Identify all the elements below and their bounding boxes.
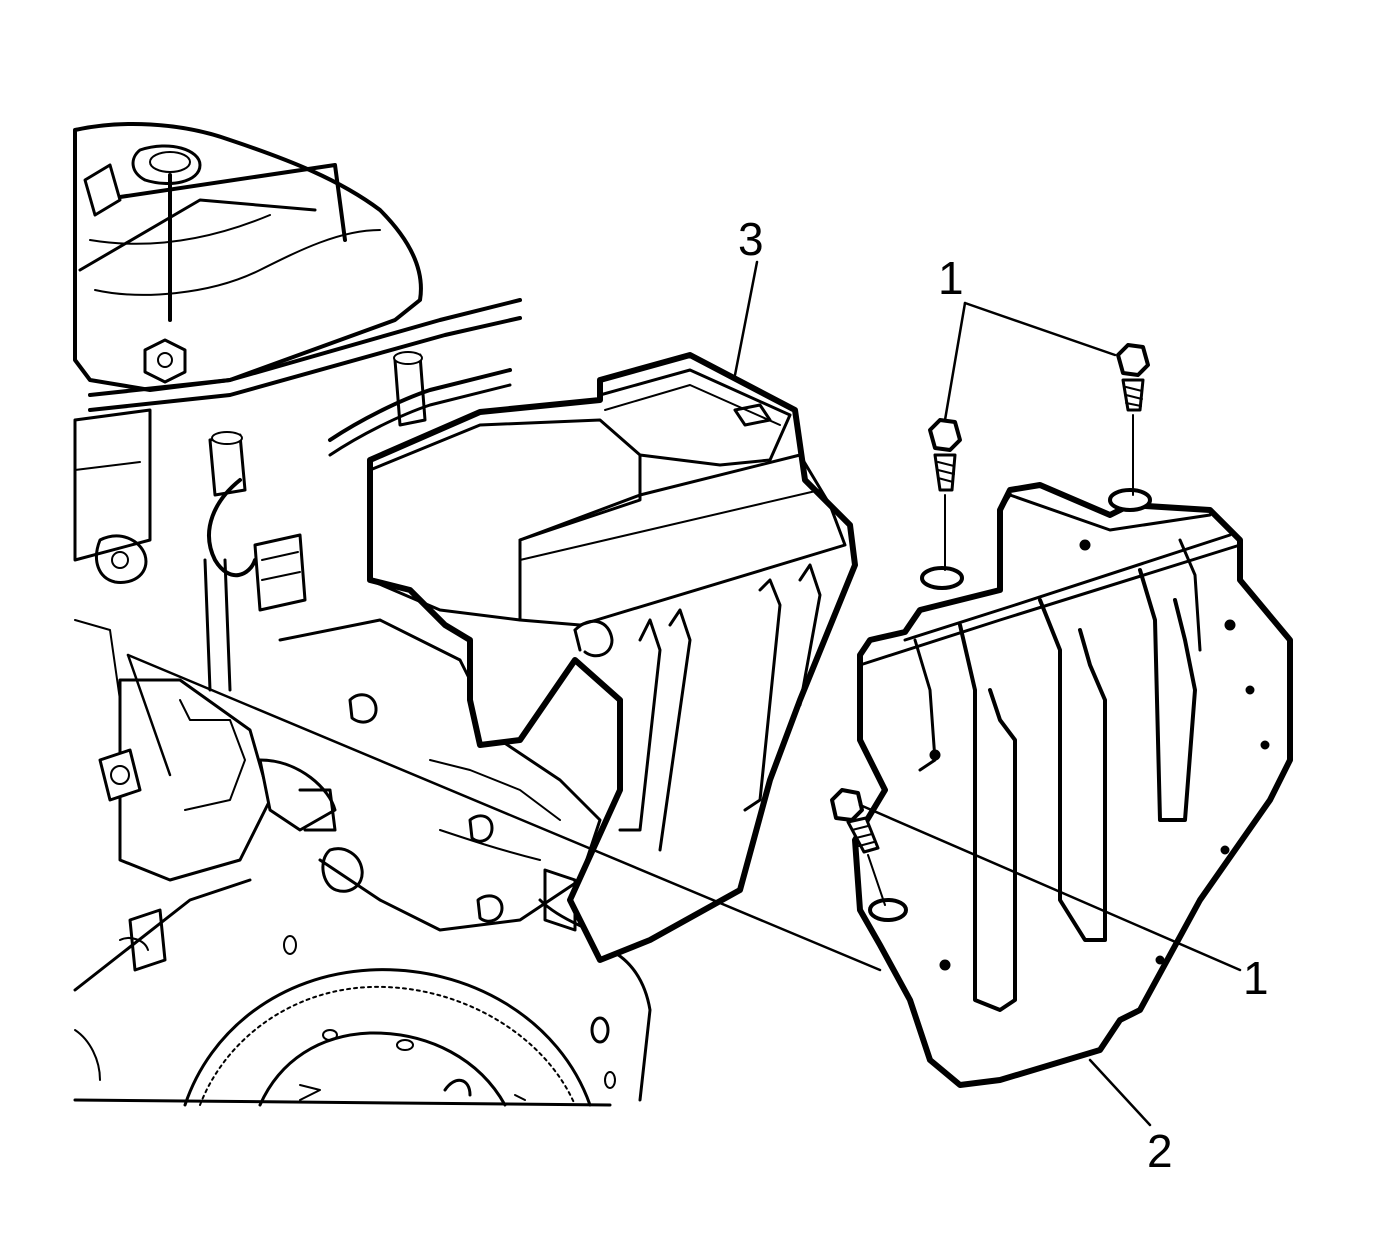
part-2-heat-shield [852, 482, 1293, 1088]
engine-assembly [73, 122, 652, 1107]
leader-line-1a-right [963, 301, 1117, 357]
leader-line-1b [858, 803, 1242, 972]
part-3-installed-heat-shield [367, 352, 858, 963]
leader-line-2 [1088, 1058, 1152, 1127]
callout-part-1-lower: 1 [1243, 952, 1269, 1004]
leader-line-installed-short [126, 653, 172, 777]
callout-part-1-upper: 1 [938, 252, 964, 304]
part-1-bolt-upper-left [928, 418, 962, 571]
callout-part-2: 2 [1147, 1125, 1173, 1177]
leader-lines [126, 260, 1242, 1127]
callout-part-3: 3 [738, 213, 764, 265]
part-1-bolt-upper-right [1116, 343, 1150, 496]
leader-line-3 [733, 260, 759, 377]
part-1-bolt-lower [830, 788, 886, 906]
leader-line-installed [126, 653, 882, 972]
leader-line-1a-left [943, 301, 967, 422]
